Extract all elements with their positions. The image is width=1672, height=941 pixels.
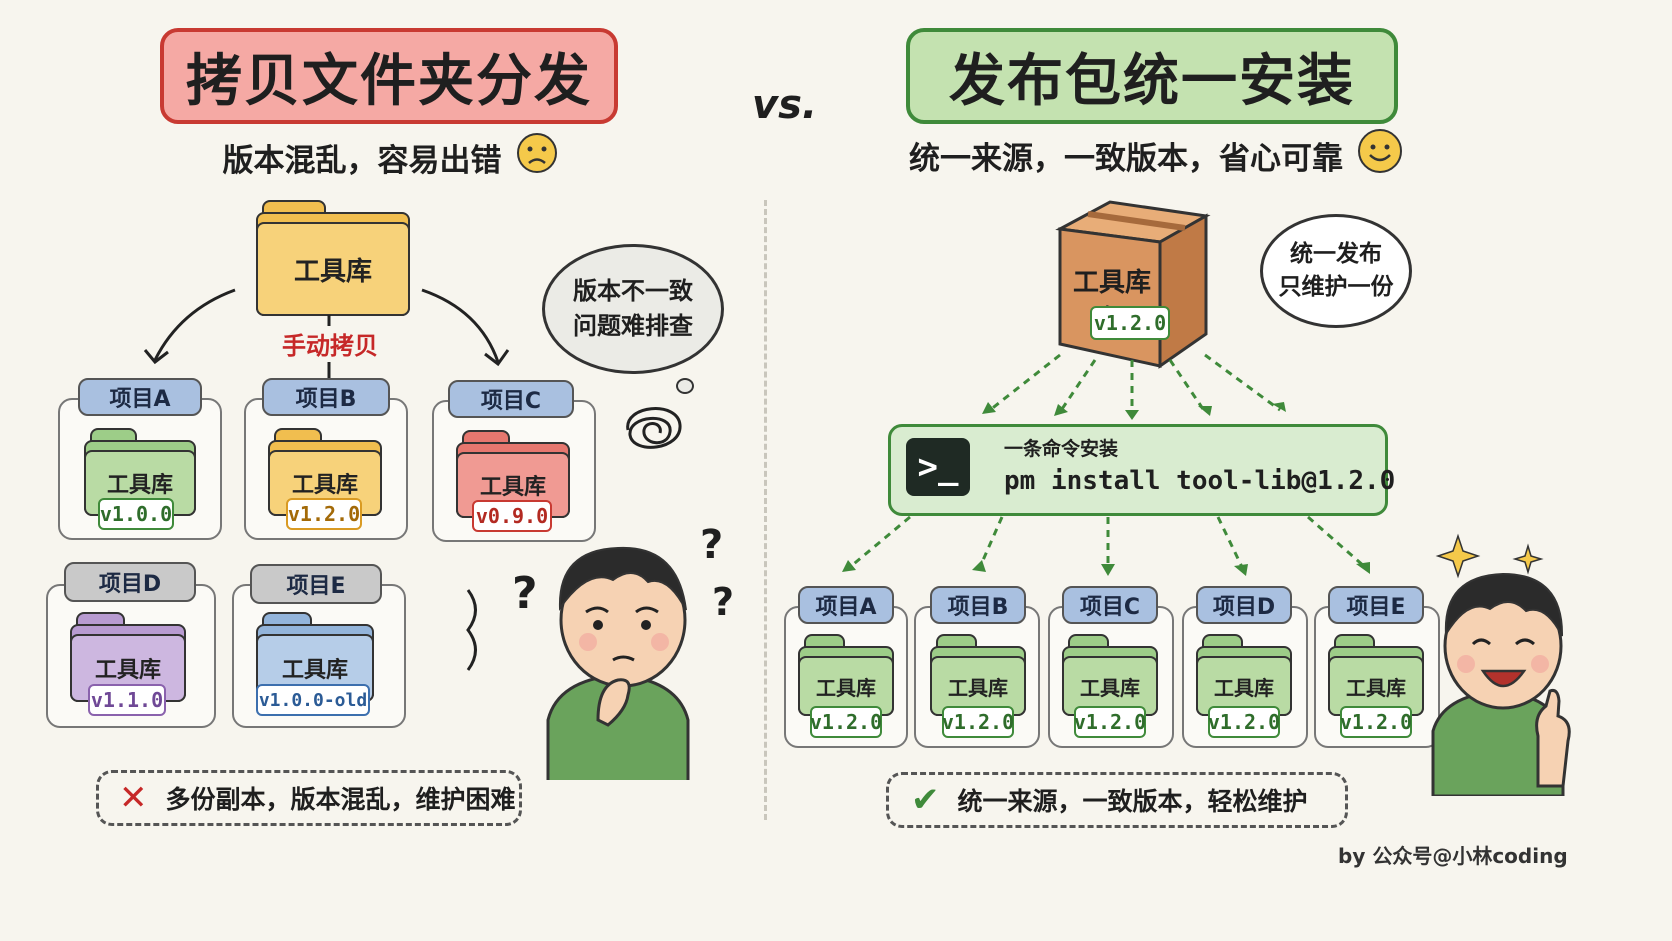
folder-icon: 工具库 xyxy=(798,634,894,716)
right-project-label-d: 项目D xyxy=(1196,586,1292,624)
terminal-icon: >_ xyxy=(906,438,970,496)
install-command-panel xyxy=(888,424,1388,516)
check-icon: ✔ xyxy=(911,780,940,820)
left-project-folder-a: 工具库 xyxy=(84,450,196,516)
smile-face-icon xyxy=(1357,128,1403,182)
left-project-label-a: 项目A xyxy=(78,378,202,416)
right-subtitle: 统一来源，一致版本，省心可靠 xyxy=(909,140,1343,177)
cross-icon: ✕ xyxy=(119,778,148,818)
left-version-b: v1.2.0 xyxy=(286,498,362,530)
source-folder-label: 工具库 xyxy=(256,222,410,316)
left-footer-text: 多份副本，版本混乱，维护困难 xyxy=(165,785,516,814)
left-footer: ✕ 多份副本，版本混乱，维护困难 xyxy=(96,770,522,826)
right-project-label-c: 项目C xyxy=(1062,586,1158,624)
credit: by 公众号@小林coding xyxy=(1338,844,1568,868)
question-mark-3: ? xyxy=(712,580,735,624)
right-footer-text: 统一来源，一致版本，轻松维护 xyxy=(957,787,1308,816)
folder-icon: 工具库 xyxy=(1196,634,1292,716)
right-project-label-a: 项目A xyxy=(798,586,894,624)
speech-bubble: 统一发布 只维护一份 xyxy=(1260,214,1412,328)
left-version-d: v1.1.0 xyxy=(88,684,166,716)
left-version-a: v1.0.0 xyxy=(98,498,174,530)
right-version-e: v1.2.0 xyxy=(1340,706,1412,738)
scribble-icon xyxy=(626,407,682,449)
left-project-label-d: 项目D xyxy=(64,562,196,602)
happy-person-illustration xyxy=(1431,533,1571,796)
right-title: 发布包统一安装 xyxy=(906,28,1398,124)
install-arrows-top xyxy=(982,353,1286,420)
question-mark-1: ? xyxy=(512,568,538,619)
terminal-command[interactable]: pm install tool-lib@1.2.0 xyxy=(1004,466,1396,496)
right-version-d: v1.2.0 xyxy=(1208,706,1280,738)
thought-cloud: 版本不一致 问题难排查 xyxy=(542,244,724,374)
folder-icon: 工具库 xyxy=(1328,634,1424,716)
copy-arrows xyxy=(143,288,510,378)
right-project-label-b: 项目B xyxy=(930,586,1026,624)
left-project-label-b: 项目B xyxy=(262,378,390,416)
install-arrows-bottom xyxy=(842,515,1370,576)
manual-copy-label: 手动拷贝 xyxy=(282,332,378,360)
left-project-label-c: 项目C xyxy=(448,380,574,418)
folder-icon: 工具库 xyxy=(930,634,1026,716)
left-version-c: v0.9.0 xyxy=(472,500,552,532)
folder-icon: 工具库 xyxy=(1062,634,1158,716)
folder-icon: 工具库 xyxy=(84,428,196,516)
left-subtitle-row: 版本混乱，容易出错 xyxy=(180,132,600,182)
right-subtitle-row: 统一来源，一致版本，省心可靠 xyxy=(896,128,1416,182)
package-version: v1.2.0 xyxy=(1090,306,1170,340)
left-title: 拷贝文件夹分发 xyxy=(160,28,618,124)
source-folder-icon: 工具库 xyxy=(256,200,410,316)
sad-face-icon xyxy=(516,132,558,182)
terminal-caption: 一条命令安装 xyxy=(1004,438,1119,460)
right-footer: ✔ 统一来源，一致版本，轻松维护 xyxy=(886,772,1348,828)
left-project-label-e: 项目E xyxy=(250,564,382,604)
right-version-b: v1.2.0 xyxy=(942,706,1014,738)
center-divider xyxy=(764,200,767,820)
right-version-c: v1.2.0 xyxy=(1074,706,1146,738)
left-version-e: v1.0.0-old xyxy=(256,684,370,716)
vs-label: vs. xyxy=(752,82,818,128)
thought-dot xyxy=(676,378,694,394)
left-subtitle: 版本混乱，容易出错 xyxy=(222,142,502,179)
question-mark-2: ? xyxy=(700,522,724,568)
right-project-label-e: 项目E xyxy=(1328,586,1424,624)
confused-person-illustration xyxy=(466,546,690,780)
right-version-a: v1.2.0 xyxy=(810,706,882,738)
